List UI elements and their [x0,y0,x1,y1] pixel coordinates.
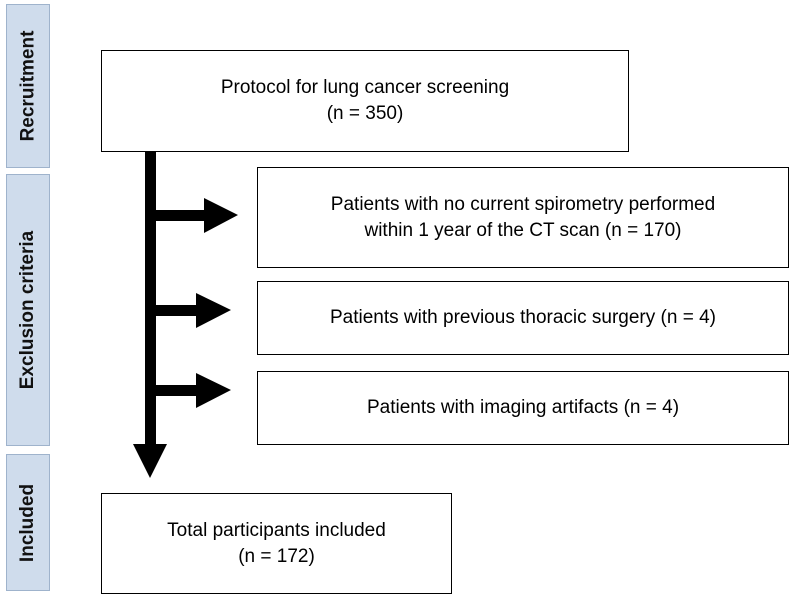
trunk-arrowhead [133,444,167,478]
protocol-title: Protocol for lung cancer screening [220,77,510,99]
trunk-line [145,152,156,444]
exclusion-surgery-box: Patients with previous thoracic surgery … [257,281,789,355]
branch-line-2 [155,305,197,316]
branch-arrowhead-2 [196,293,231,328]
protocol-count: (n = 350) [326,103,404,124]
protocol-box: Protocol for lung cancer screening (n = … [101,50,629,152]
stage-exclusion-criteria: Exclusion criteria [6,174,50,446]
exclusion-spirometry-line1: Patients with no current spirometry perf… [330,193,716,215]
exclusion-spirometry-box: Patients with no current spirometry perf… [257,167,789,268]
exclusion-spirometry-line2: within 1 year of the CT scan (n = 170) [364,219,682,241]
branch-line-1 [155,210,207,221]
stage-recruitment: Recruitment [6,4,50,168]
total-included-count: (n = 172) [238,545,315,567]
total-included-title: Total participants included [167,519,386,541]
exclusion-artifacts-text: Patients with imaging artifacts (n = 4) [366,397,680,419]
branch-arrowhead-1 [204,198,238,233]
branch-arrowhead-3 [196,373,231,408]
exclusion-artifacts-box: Patients with imaging artifacts (n = 4) [257,371,789,445]
exclusion-surgery-text: Patients with previous thoracic surgery … [330,307,716,329]
total-included-box: Total participants included (n = 172) [101,493,452,594]
stage-included: Included [6,454,50,591]
branch-line-3 [155,385,197,396]
